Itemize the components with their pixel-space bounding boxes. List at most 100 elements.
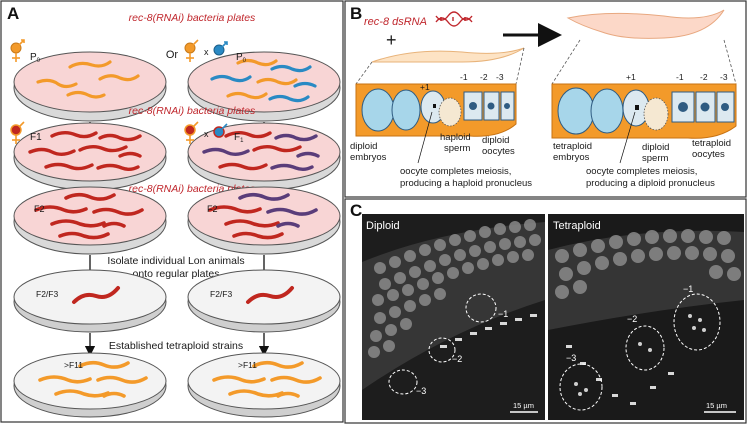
cross-mark-2: x <box>204 129 209 139</box>
gen-p0-right: P0 <box>236 52 247 64</box>
zoom-line <box>355 61 373 85</box>
label-tetraploid-embryos-1: tetraploid <box>553 141 592 152</box>
label-d-minus3: −3 <box>416 386 426 396</box>
or-text: Or <box>166 49 179 61</box>
oocyte-circle-minus2 <box>625 325 665 371</box>
zoom-line <box>551 39 581 85</box>
panel-b-letter: B <box>350 4 362 23</box>
zoom-line <box>515 47 525 85</box>
oocyte-circle-minus1 <box>673 293 721 351</box>
hermaphrodite-symbol-p0-right <box>184 39 199 62</box>
rnai-plates-label-2: rec-8(RNAi) bacteria plates <box>129 105 256 117</box>
sperm-pocket <box>643 97 669 131</box>
pos-plus1: +1 <box>420 82 430 92</box>
hermaphrodite-symbol-f1-left <box>10 121 25 144</box>
embryo <box>557 87 595 135</box>
dsrna-label: rec-8 dsRNA <box>364 16 427 28</box>
label-tetraploid-oocytes-2: oocytes <box>692 149 725 160</box>
plate-p0-right <box>187 51 341 113</box>
scale-label-right: 15 µm <box>706 401 727 410</box>
panel-a-letter: A <box>7 4 19 23</box>
caption-left-1: oocyte completes meiosis, <box>400 166 511 177</box>
gonad-diagram-left: +1 -1 -2 -3 <box>355 72 517 137</box>
panel-b-border <box>344 0 747 198</box>
plate-f11-left <box>13 352 167 410</box>
worms-red-purple <box>202 131 320 171</box>
plate-p0-left <box>13 51 167 113</box>
chromosome <box>678 102 688 112</box>
row3-plates <box>13 186 341 255</box>
plate-f1-right <box>187 122 341 182</box>
label-t-minus3: −3 <box>566 353 576 363</box>
label-tetraploid-oocytes-1: tetraploid <box>692 138 731 149</box>
micrograph-diploid: Diploid −1 −2 −3 15 µm <box>362 214 545 420</box>
pronucleus <box>635 105 639 110</box>
worms-orange <box>38 360 148 398</box>
pos-minus2: -2 <box>700 72 708 82</box>
chromosome <box>469 102 477 110</box>
chromosome <box>487 102 495 110</box>
oocyte-circle-minus1 <box>465 293 497 323</box>
label-d-minus2: −2 <box>452 354 462 364</box>
worm-red <box>246 286 294 304</box>
nuclei <box>555 229 741 299</box>
panel-c: C <box>344 198 747 424</box>
pronucleus <box>433 104 436 108</box>
gen-f2-right: F2 <box>207 204 218 214</box>
zoom-line <box>723 39 737 85</box>
plate-f2-right <box>187 186 341 246</box>
chromosome <box>721 103 729 111</box>
dna-helix-icon <box>435 11 473 27</box>
label-t-minus2: −2 <box>627 314 637 324</box>
hermaphrodite-symbol-f1-right <box>184 121 199 144</box>
row1-plates <box>13 51 341 122</box>
male-symbol-p0 <box>213 41 228 56</box>
label-diploid-embryos-1: diploid <box>350 141 377 152</box>
label-tetraploid-embryos-2: embryos <box>553 152 590 163</box>
isolate-text-2: onto regular plates <box>133 268 220 280</box>
gen-f11-right: >F11 <box>238 360 257 370</box>
gen-f2-left: F2 <box>34 204 45 214</box>
plate-f2f3-left <box>13 269 167 325</box>
micrograph-tetraploid: Tetraploid −1 −2 −3 15 µm <box>548 214 744 420</box>
nuclei <box>368 219 541 358</box>
gen-f2f3-left: F2/F3 <box>36 289 58 299</box>
plate-f2f3-right <box>187 269 341 325</box>
embryo <box>391 89 421 131</box>
panel-a-border <box>0 0 344 423</box>
pos-minus1: -1 <box>676 72 684 82</box>
scale-label-left: 15 µm <box>513 401 534 410</box>
tetraploid-title: Tetraploid <box>553 220 601 232</box>
chromosome <box>700 102 710 112</box>
isolate-text-1: Isolate individual Lon animals <box>107 255 244 267</box>
worm-diagram-left <box>371 47 525 63</box>
row2-plates <box>13 122 341 191</box>
oocyte-circle-minus3 <box>559 363 603 411</box>
oocyte-circle-minus3 <box>388 369 418 395</box>
worms-orange <box>36 60 140 99</box>
established-text: Established tetraploid strains <box>109 340 243 352</box>
pos-minus3: -3 <box>496 72 504 82</box>
worms-red-purple <box>208 192 318 240</box>
label-d-minus1: −1 <box>498 309 508 319</box>
panel-b: B rec-8 dsRNA + <box>344 0 747 198</box>
gen-f1-right: F1 <box>234 132 244 144</box>
pos-plus1: +1 <box>626 72 636 82</box>
label-diploid-sperm-1: diploid <box>642 142 669 153</box>
worms-mixed <box>210 58 317 103</box>
chromosome <box>504 103 510 109</box>
panel-c-letter: C <box>350 201 362 220</box>
pos-minus2: -2 <box>480 72 488 82</box>
embryo <box>361 88 395 132</box>
gen-f11-left: >F11 <box>64 360 83 370</box>
plate-f11-right <box>187 352 341 410</box>
pointer-line <box>417 111 433 164</box>
caption-right-2: producing a diploid pronucleus <box>586 178 715 189</box>
row4-plates <box>13 269 341 333</box>
embryo <box>590 88 624 134</box>
label-diploid-embryos-2: embryos <box>350 152 387 163</box>
label-diploid-oocytes-2: oocytes <box>482 146 515 157</box>
row5-plates <box>13 352 341 418</box>
worms-red <box>34 192 144 240</box>
